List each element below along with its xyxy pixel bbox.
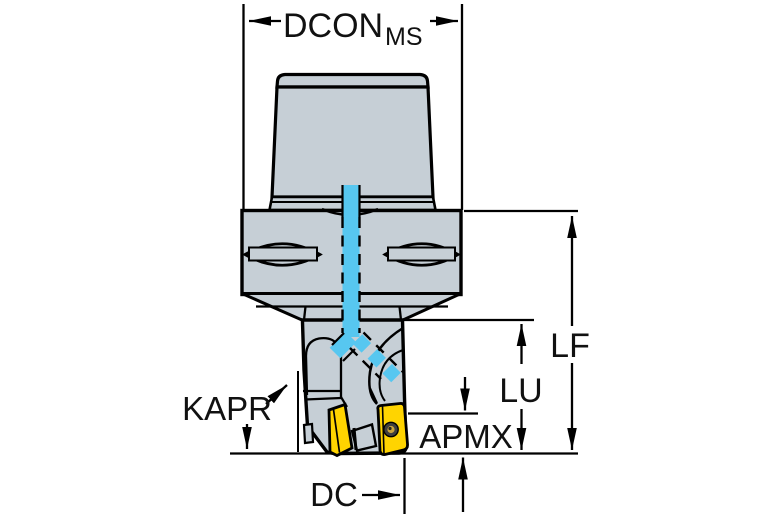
lu-label: LU: [499, 372, 542, 410]
apmx-label: APMX: [419, 418, 513, 455]
insert-right: [376, 402, 409, 456]
edge-notch: [302, 422, 315, 445]
taper-edge-left: [302, 306, 307, 321]
dcon-subscript-label: MS: [385, 23, 423, 51]
shank-top-face: [275, 72, 430, 89]
coolant-bore-vertical: [342, 185, 360, 337]
flute-edge-line: [369, 387, 378, 404]
kapr-dimension: [242, 384, 288, 449]
pocket-line-2: [304, 396, 342, 401]
taper-edge-right: [398, 306, 403, 321]
lf-label: LF: [550, 327, 590, 365]
wrench-flat-left-band: [248, 246, 318, 262]
apmx-dimension: [458, 377, 470, 512]
wrench-flat-right-band: [387, 246, 456, 262]
shank-cylinder: [270, 85, 435, 199]
coolant-branch-left: [329, 331, 357, 359]
cutter-body: [240, 72, 463, 458]
kapr-arrow-diagonal: [265, 384, 288, 405]
flute-curve-outer: [368, 326, 404, 405]
dc-label: DC: [310, 476, 358, 513]
kapr-label: KAPR: [182, 390, 272, 427]
dcon-label: DCON: [283, 7, 383, 45]
dimension-labels: DCON MS LF LU APMX KAPR DC: [182, 7, 590, 513]
coolant-channel: [329, 185, 404, 383]
extension-lines: [230, 4, 578, 514]
insert-left: [327, 402, 354, 458]
coolant-branch-right-edge-1: [362, 331, 404, 373]
coolant-branch-left-edge-1: [331, 332, 345, 346]
coolant-branch-right: [352, 334, 401, 383]
cutter-head: [300, 185, 409, 458]
clamp-wedge-edge: [352, 427, 358, 451]
insert-screw-slot: [388, 426, 392, 431]
coolant-branch-right-edge-2: [349, 347, 382, 380]
dimensions: [242, 16, 577, 512]
insert-left-facet-line: [332, 409, 341, 453]
